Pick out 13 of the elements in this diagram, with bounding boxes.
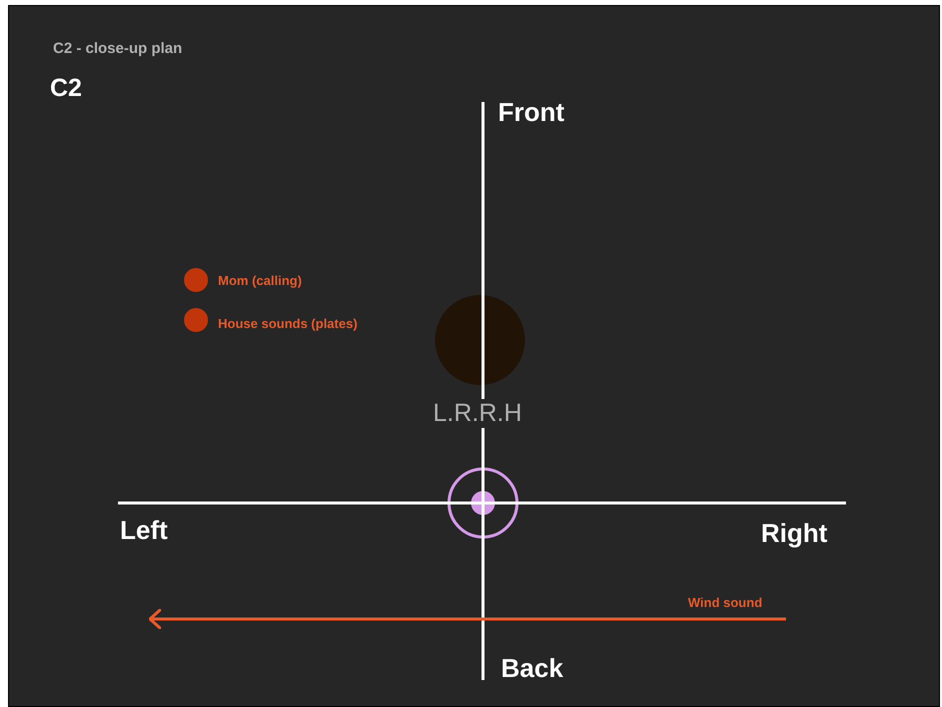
sound-source-label: House sounds (plates): [218, 316, 358, 331]
direction-label: Front: [498, 97, 564, 128]
plan-code: C2: [50, 74, 82, 103]
sound-source-marker: [182, 306, 210, 334]
sound-source-label: Mom (calling): [218, 273, 302, 288]
listener-position-marker: [446, 466, 520, 540]
direction-label: Right: [761, 518, 828, 549]
sound-source-marker: [182, 266, 210, 294]
plan-title: C2 - close-up plan: [53, 40, 182, 57]
direction-label: Back: [501, 653, 564, 684]
character-marker: [433, 293, 527, 387]
sound-label: Wind sound: [688, 595, 762, 610]
direction-label: Left: [120, 515, 168, 546]
